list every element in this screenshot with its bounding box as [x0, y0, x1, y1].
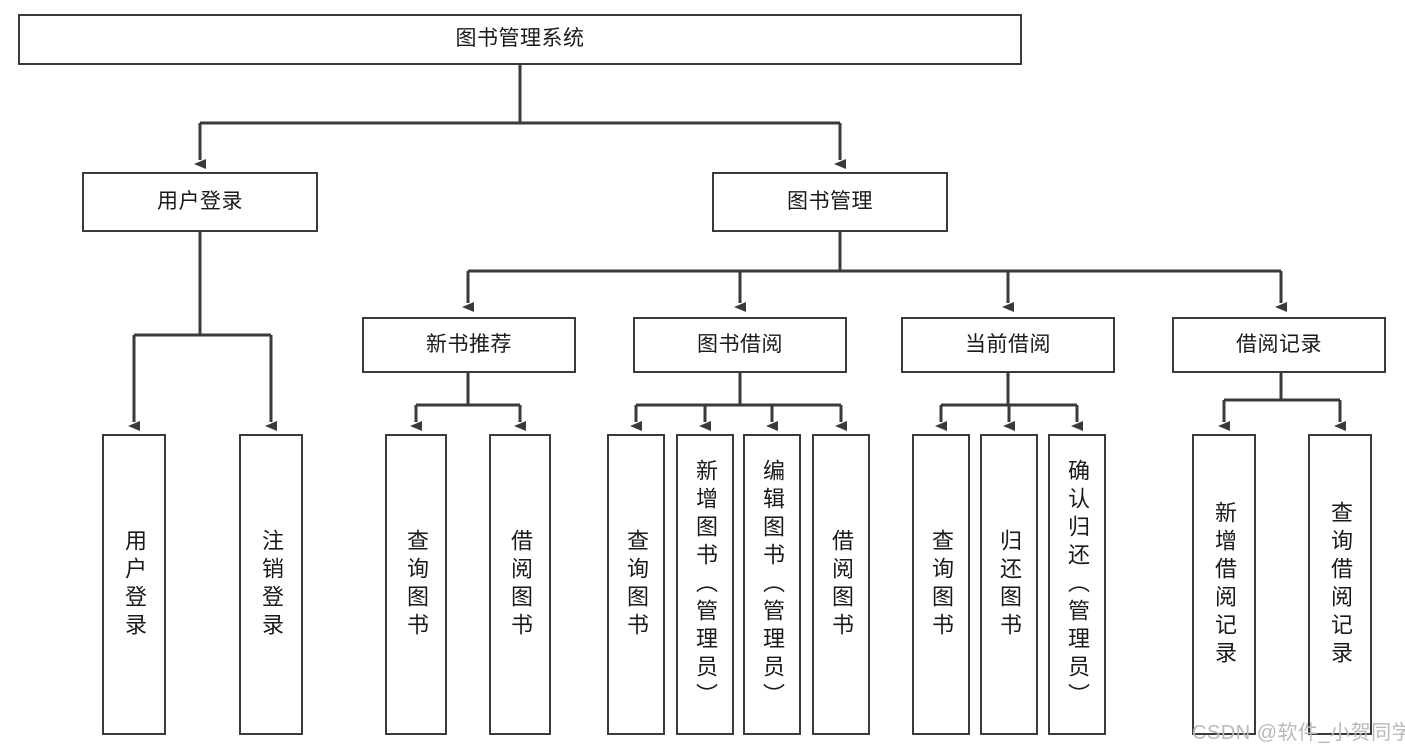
node-leaf-query-book-2[interactable]: 查询图书	[607, 434, 665, 735]
node-leaf-borrow-book-1[interactable]: 借阅图书	[489, 434, 551, 735]
node-leaf-add-book-label: 新增图书（管理员）	[693, 458, 718, 711]
node-user-login-label: 用户登录	[157, 189, 243, 213]
node-leaf-query-book-3[interactable]: 查询图书	[912, 434, 970, 735]
node-leaf-user-login-label: 用户登录	[122, 528, 147, 641]
node-book-manage[interactable]: 图书管理	[712, 172, 948, 232]
node-leaf-query-book-3-label: 查询图书	[929, 528, 954, 641]
node-current-borrow[interactable]: 当前借阅	[901, 317, 1115, 373]
node-leaf-confirm-return-label: 确认归还（管理员）	[1065, 458, 1090, 711]
node-book-borrow[interactable]: 图书借阅	[633, 317, 847, 373]
node-leaf-edit-book[interactable]: 编辑图书（管理员）	[743, 434, 801, 735]
node-leaf-return-book-label: 归还图书	[997, 528, 1022, 641]
node-leaf-query-book-1[interactable]: 查询图书	[385, 434, 447, 735]
node-current-borrow-label: 当前借阅	[965, 332, 1051, 356]
node-new-book-recommend-label: 新书推荐	[426, 332, 512, 356]
node-leaf-edit-book-label: 编辑图书（管理员）	[760, 458, 785, 711]
node-book-borrow-label: 图书借阅	[697, 332, 783, 356]
node-leaf-confirm-return[interactable]: 确认归还（管理员）	[1048, 434, 1106, 735]
node-root-label: 图书管理系统	[455, 27, 585, 51]
node-leaf-user-logout[interactable]: 注销登录	[239, 434, 303, 735]
node-borrow-record-label: 借阅记录	[1236, 332, 1322, 356]
node-leaf-query-record[interactable]: 查询借阅记录	[1308, 434, 1372, 735]
node-leaf-add-book[interactable]: 新增图书（管理员）	[676, 434, 734, 735]
node-leaf-borrow-book-1-label: 借阅图书	[508, 528, 533, 641]
node-leaf-borrow-book-2-label: 借阅图书	[829, 528, 854, 641]
node-root[interactable]: 图书管理系统	[18, 14, 1022, 65]
node-leaf-query-record-label: 查询借阅记录	[1328, 500, 1353, 669]
node-leaf-user-login[interactable]: 用户登录	[102, 434, 166, 735]
node-leaf-add-record[interactable]: 新增借阅记录	[1192, 434, 1256, 735]
node-borrow-record[interactable]: 借阅记录	[1172, 317, 1386, 373]
node-leaf-return-book[interactable]: 归还图书	[980, 434, 1038, 735]
node-leaf-query-book-2-label: 查询图书	[624, 528, 649, 641]
node-book-manage-label: 图书管理	[787, 189, 873, 213]
node-leaf-borrow-book-2[interactable]: 借阅图书	[812, 434, 870, 735]
node-leaf-query-book-1-label: 查询图书	[404, 528, 429, 641]
node-new-book-recommend[interactable]: 新书推荐	[362, 317, 576, 373]
node-leaf-add-record-label: 新增借阅记录	[1212, 500, 1237, 669]
node-user-login[interactable]: 用户登录	[82, 172, 318, 232]
node-leaf-user-logout-label: 注销登录	[259, 528, 284, 641]
